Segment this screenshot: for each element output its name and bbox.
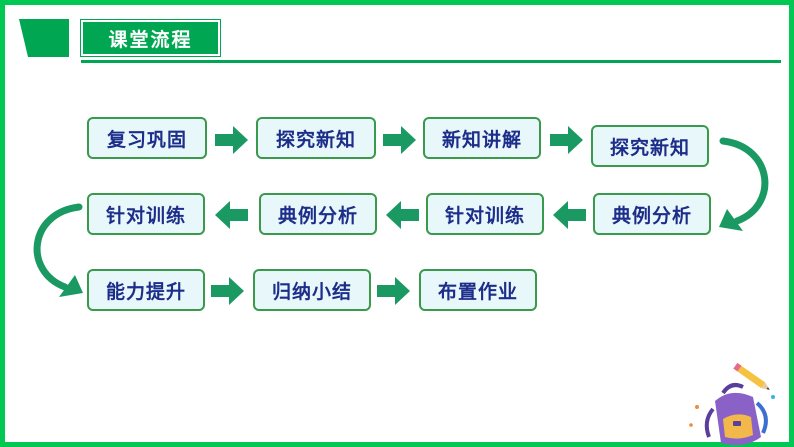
title-divider (81, 60, 781, 63)
arrow-left-icon (553, 201, 586, 229)
step-homework: 布置作业 (419, 269, 537, 311)
arrow-left-icon (386, 201, 419, 229)
page-title: 课堂流程 (81, 20, 220, 56)
step-ability-boost: 能力提升 (87, 269, 205, 311)
arrow-right-icon (377, 277, 410, 305)
step-example-analysis: 典例分析 (259, 193, 377, 235)
step-targeted-practice-2: 针对训练 (426, 193, 544, 235)
arrow-right-icon (383, 126, 416, 154)
backpack-with-pencil-icon (689, 362, 775, 445)
step-summary: 归纳小结 (253, 269, 371, 311)
step-explore-new: 探究新知 (256, 117, 376, 159)
header-accent-tab (19, 19, 69, 57)
step-new-lecture: 新知讲解 (423, 117, 541, 159)
arrow-left-icon (215, 201, 248, 229)
step-explore-new-2: 探究新知 (591, 125, 709, 167)
arrow-right-icon (211, 277, 244, 305)
curved-arrow-icon (33, 203, 83, 297)
step-review: 复习巩固 (87, 117, 207, 159)
step-targeted-practice: 针对训练 (87, 193, 205, 235)
arrow-right-icon (215, 126, 248, 154)
curved-arrow-icon (719, 137, 769, 231)
arrow-right-icon (550, 126, 583, 154)
step-example-analysis-2: 典例分析 (593, 193, 711, 235)
